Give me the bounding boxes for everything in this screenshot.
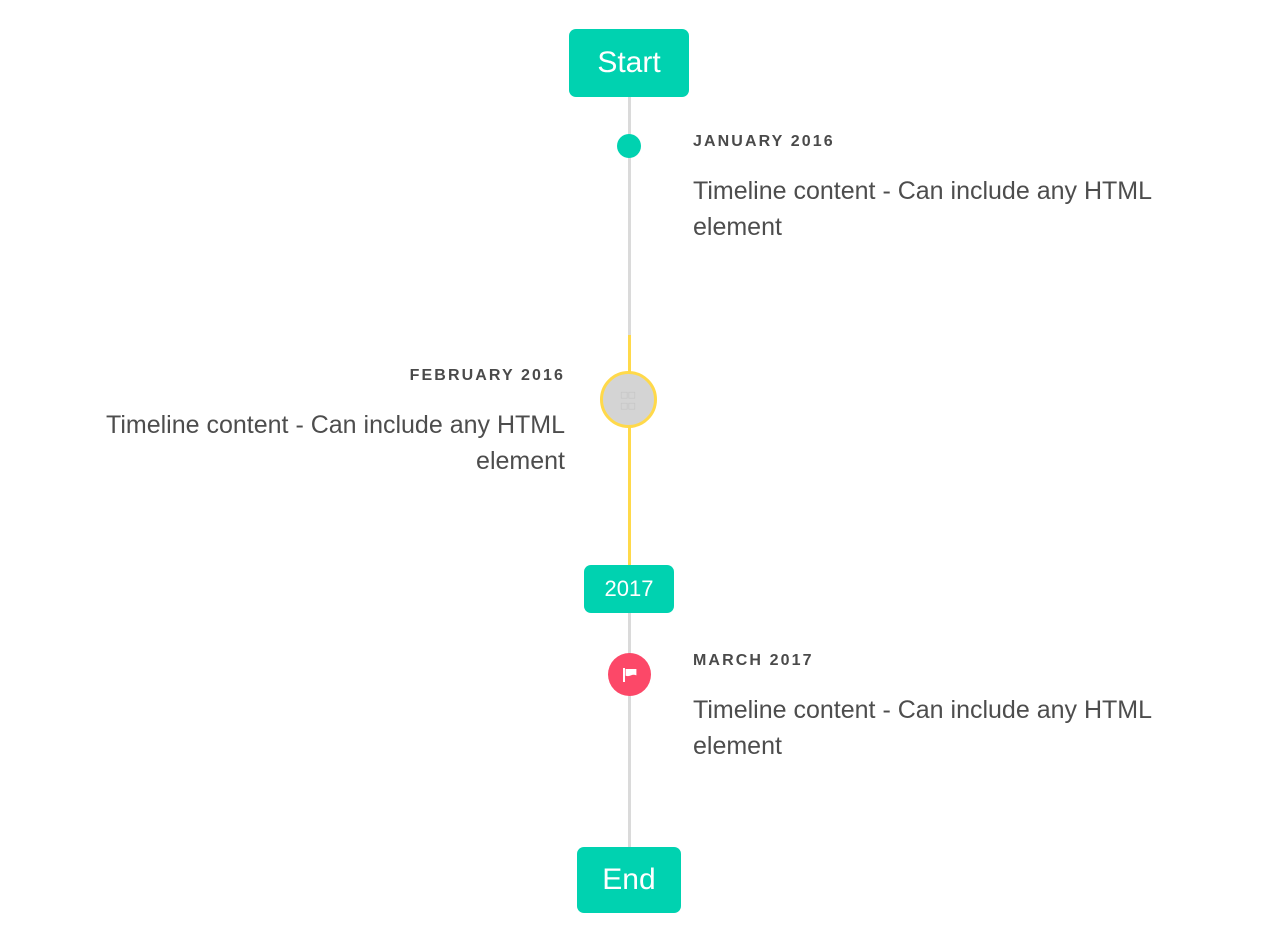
entry-date: JANUARY 2016 (693, 133, 835, 150)
entry-date: MARCH 2017 (693, 652, 814, 669)
timeline-axis-segment-highlight (628, 335, 631, 565)
entry-body: Timeline content - Can include any HTML … (693, 177, 1152, 242)
missing-glyph-icon: □□□□ (620, 387, 637, 412)
timeline-marker-january[interactable] (617, 134, 641, 158)
end-badge-label: End (602, 863, 656, 896)
entry-date: FEBRUARY 2016 (409, 367, 565, 384)
timeline-marker-march[interactable] (608, 653, 651, 696)
year-badge[interactable]: 2017 (584, 565, 674, 613)
end-badge[interactable]: End (577, 847, 681, 913)
entry-body: Timeline content - Can include any HTML … (693, 696, 1152, 761)
timeline-axis-segment-top (628, 97, 631, 335)
timeline-axis-segment-bottom (628, 613, 631, 847)
start-badge-label: Start (597, 46, 661, 79)
timeline-entry-january: JANUARY 2016 Timeline content - Can incl… (693, 133, 1238, 246)
year-badge-label: 2017 (604, 576, 654, 601)
timeline-marker-february[interactable]: □□□□ (600, 371, 657, 428)
entry-body: Timeline content - Can include any HTML … (106, 411, 565, 476)
timeline-entry-february: FEBRUARY 2016 Timeline content - Can inc… (20, 367, 565, 480)
start-badge[interactable]: Start (569, 29, 689, 97)
flag-icon (622, 667, 636, 682)
timeline-entry-march: MARCH 2017 Timeline content - Can includ… (693, 652, 1238, 765)
